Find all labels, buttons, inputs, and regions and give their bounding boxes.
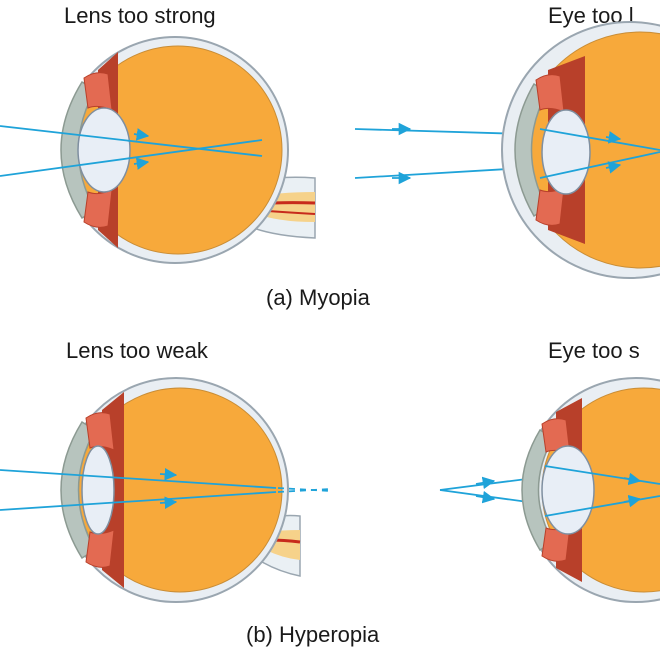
myopia-caption: (a) Myopia — [266, 285, 370, 310]
lens — [77, 107, 131, 193]
myopia-left-eye — [0, 36, 316, 264]
myopia-right-eye — [501, 21, 660, 279]
ciliary-muscle-bottom — [83, 189, 113, 228]
ciliary-muscle-top — [83, 72, 113, 111]
lens — [81, 445, 115, 535]
hyperopia-caption: (b) Hyperopia — [246, 622, 380, 647]
hyperopia-right-eye — [521, 377, 660, 603]
hyperopia-left-title: Lens too weak — [66, 338, 208, 363]
myopia-left-title: Lens too strong — [64, 3, 216, 28]
hyperopia-left-eye — [0, 377, 331, 603]
hyperopia-right-title: Eye too s — [548, 338, 640, 363]
